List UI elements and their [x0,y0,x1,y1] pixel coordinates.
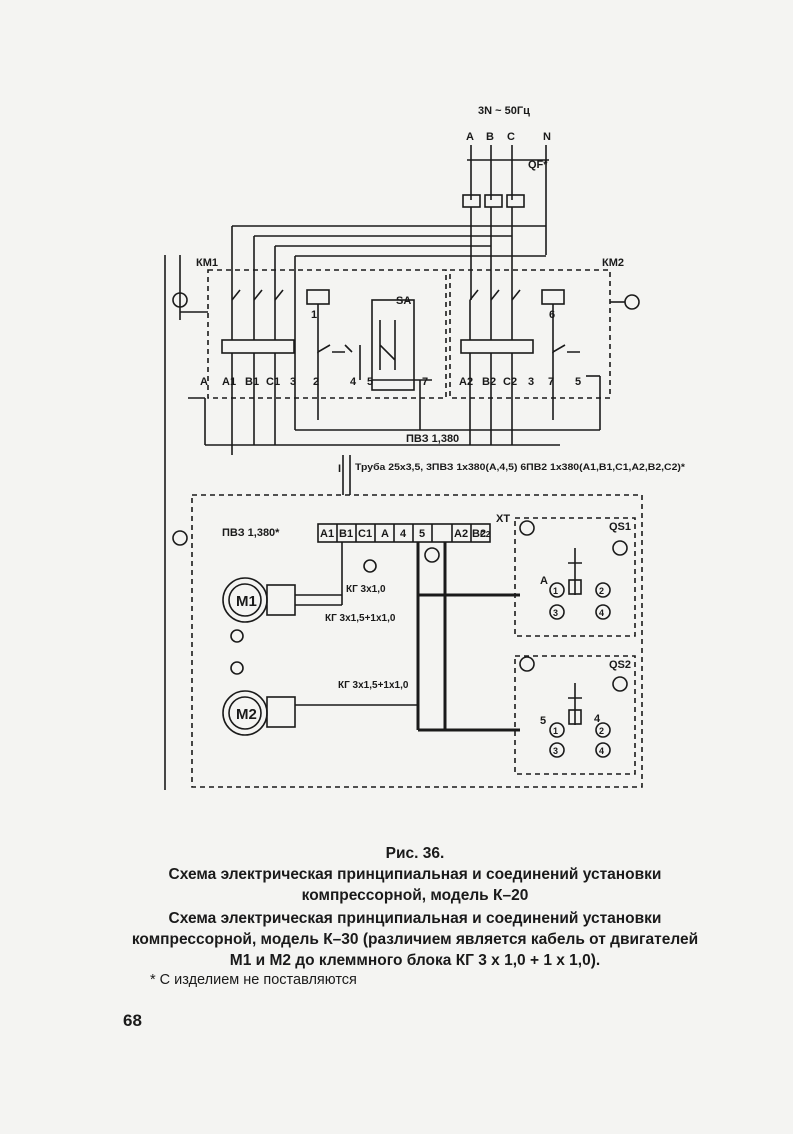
km2-terminal-b2: B2 [482,376,496,388]
km2-label: КМ2 [602,257,624,269]
pipe-label: Труба 25х3,5, 3ПВЗ 1х380(А,4,5) 6ПВ2 1х3… [355,462,686,472]
breaker-label: QF* [528,159,548,171]
cable-m1b-label: КГ 3х1,5+1х1,0 [325,613,396,624]
km1-terminal-4: 4 [350,376,357,388]
xt-cell-a1: A1 [320,528,334,540]
phase-c-label: C [507,131,515,143]
km1-terminal-a: A [200,376,208,388]
coil2-label: 6 [549,309,555,321]
km1-terminal-c1: C1 [266,376,280,388]
xt-cell-b1: B1 [339,528,353,540]
qs2-label-5: 5 [540,715,546,727]
neutral-label: N [543,131,551,143]
qs1-contact-3: 3 [553,608,558,618]
km1-terminal-a1: A1 [222,376,236,388]
qs2-contact-3: 3 [553,746,558,756]
km1-terminal-2: 2 [313,376,319,388]
coil1-label: 1 [311,309,317,321]
km2-terminal-a2: A2 [459,376,473,388]
qs2-contact-1: 1 [553,726,558,736]
figure-label: Рис. 36. [385,845,445,862]
qs2-label: QS2 [609,659,631,671]
xt-cell-4: 4 [400,528,407,540]
qs2-contact-4: 4 [599,746,604,756]
xt-cell-a: A [381,528,389,540]
km2-terminal-5: 5 [575,376,581,388]
caption-line-1: Схема электрическая принципиальная и сое… [168,866,662,904]
electrical-schematic: 3N ~ 50Гц A B C N QF* КМ1 КМ2 SA 1 6 A A… [164,105,686,790]
caption-line-2: Схема электрическая принципиальная и сое… [131,910,699,969]
qs1-contact-1: 1 [553,586,558,596]
supply-label: 3N ~ 50Гц [478,105,530,117]
page-number: 68 [123,1011,142,1030]
km2-terminal-c2: C2 [503,376,517,388]
phase-b-label: B [486,131,494,143]
km2-terminal-3: 3 [528,376,534,388]
xt-cell-a2: A2 [454,528,468,540]
cable-2-label: ПВЗ 1,380* [222,527,280,539]
cable-1-label: ПВЗ 1,380 [406,433,459,445]
km1-terminal-7: 7 [422,376,428,388]
sa-label: SA [396,295,411,307]
phase-a-label: A [466,131,474,143]
km1-terminal-3: 3 [290,376,296,388]
xt-cell-5: 5 [419,528,425,540]
qs1-contact-2: 2 [599,586,604,596]
km1-label: КМ1 [196,257,218,269]
qs2-label-4: 4 [594,713,601,725]
qs1-label-a: А [540,575,548,587]
km1-terminal-5: 5 [367,376,373,388]
qs1-contact-4: 4 [599,608,604,618]
xt-label: XT [496,513,510,525]
xt-cell-c1: C1 [358,528,372,540]
footnote: * С изделием не поставляются [150,972,357,988]
qs1-label: QS1 [609,521,631,533]
km1-terminal-b1: B1 [245,376,259,388]
motor-m2-label: M2 [236,706,257,723]
xt-cell-c2: C2 [480,530,491,539]
km2-terminal-7: 7 [548,376,554,388]
cable-m2-label: КГ 3х1,5+1х1,0 [338,680,409,691]
cable-m1a-label: КГ 3х1,0 [346,584,386,595]
junction-label: I [338,463,341,475]
xt-cell-b2: B2 [472,528,486,540]
motor-m1-label: M1 [236,593,257,610]
qs2-contact-2: 2 [599,726,604,736]
